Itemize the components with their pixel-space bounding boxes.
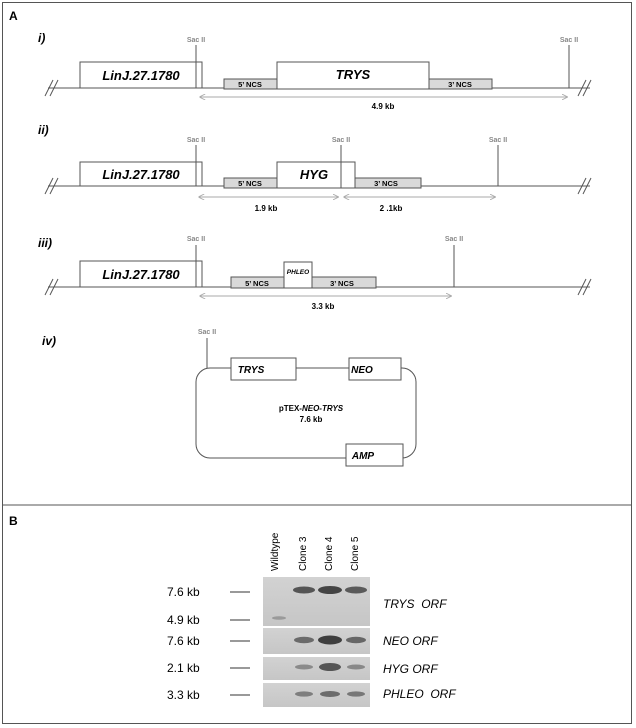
blot-phleo: 3.3 kb PHLEO ORF	[167, 683, 456, 707]
band-clone5	[347, 665, 365, 670]
sacii-site-label: Sac II	[489, 137, 507, 144]
panel-b-label: B	[9, 514, 18, 528]
sacii-site-label: Sac II	[332, 137, 350, 144]
lane-label-clone4: Clone 4	[324, 536, 335, 571]
fragment-size-label: 1.9 kb	[255, 204, 278, 213]
band-clone3	[293, 587, 315, 594]
plasmid-size: 7.6 kb	[300, 415, 323, 424]
band-clone5	[345, 587, 367, 594]
ncs-5-label: 5’ NCS	[245, 279, 269, 288]
insert-label-hyg: HYG	[300, 167, 328, 182]
plasmid-name: pTEX-NEO-TRYS	[279, 404, 344, 413]
band-clone5	[346, 637, 366, 643]
ncs-5-label: 5’ NCS	[238, 80, 262, 89]
fragment-size-label: 4.9 kb	[372, 102, 395, 111]
blot-trys: 7.6 kb 4.9 kb TRYS ORF	[167, 577, 447, 627]
probe-label: HYG ORF	[383, 662, 438, 676]
band-wildtype	[272, 616, 286, 620]
plasmid-gene-trys-label: TRYS	[238, 365, 265, 376]
sacii-site-label: Sac II	[198, 329, 216, 336]
insert-label-trys: TRYS	[336, 67, 371, 82]
ncs-3-label: 3’ NCS	[330, 279, 354, 288]
lane-label-clone3: Clone 3	[298, 536, 309, 571]
band-clone5	[347, 691, 365, 696]
band-clone4	[318, 636, 342, 645]
plasmid-iv: iv) Sac II TRYS NEO AMP pTEX-NEO-TRYS 7.…	[42, 329, 416, 466]
band-clone4	[318, 586, 342, 594]
panel-a-label: A	[9, 9, 18, 23]
marker-label: 4.9 kb	[167, 613, 200, 627]
ncs-3-label: 3’ NCS	[374, 179, 398, 188]
band-clone3	[295, 665, 313, 670]
plasmid-gene-neo-label: NEO	[351, 365, 373, 376]
sacii-site-label: Sac II	[445, 236, 463, 243]
gene-label-linj: LinJ.27.1780	[102, 267, 180, 282]
band-clone4	[319, 663, 341, 671]
construct-ii-label: ii)	[38, 123, 49, 137]
lane-labels: Wildtype Clone 3 Clone 4 Clone 5	[270, 532, 361, 571]
plasmid-gene-amp-label: AMP	[351, 451, 375, 462]
lane-label-clone5: Clone 5	[350, 536, 361, 571]
marker-label: 7.6 kb	[167, 634, 200, 648]
sacii-site-label: Sac II	[187, 37, 205, 44]
blot-neo: 7.6 kb NEO ORF	[167, 628, 438, 654]
blot-hyg: 2.1 kb HYG ORF	[167, 657, 438, 680]
fragment-size-label: 3.3 kb	[312, 302, 335, 311]
gene-label-linj: LinJ.27.1780	[102, 68, 180, 83]
probe-label: TRYS ORF	[383, 597, 447, 611]
band-clone4	[320, 691, 340, 697]
lane-label-wildtype: Wildtype	[270, 532, 281, 571]
construct-ii: ii) LinJ.27.1780 5’ NCS HYG 3’ NCS Sac I…	[38, 123, 591, 213]
construct-iii: iii) LinJ.27.1780 5’ NCS PHLEO 3’ NCS Sa…	[38, 236, 591, 311]
ncs-3-label: 3’ NCS	[448, 80, 472, 89]
plasmid-name-italic: NEO-TRYS	[302, 404, 344, 413]
fragment-size-label: 2 .1kb	[380, 204, 403, 213]
gene-label-linj: LinJ.27.1780	[102, 167, 180, 182]
sacii-site-label: Sac II	[187, 236, 205, 243]
band-clone3	[295, 691, 313, 696]
band-clone3	[294, 637, 314, 643]
plasmid-iv-label: iv)	[42, 334, 56, 348]
sacii-site-label: Sac II	[560, 37, 578, 44]
marker-label: 7.6 kb	[167, 585, 200, 599]
marker-label: 3.3 kb	[167, 688, 200, 702]
ncs-5-label: 5’ NCS	[238, 179, 262, 188]
sacii-site-label: Sac II	[187, 137, 205, 144]
plasmid-name-prefix: pTEX-	[279, 404, 302, 413]
marker-label: 2.1 kb	[167, 661, 200, 675]
construct-i: i) LinJ.27.1780 5’ NCS TRYS 3’ NCS Sac I…	[38, 31, 591, 111]
construct-iii-label: iii)	[38, 236, 52, 250]
probe-label: PHLEO ORF	[383, 687, 456, 701]
insert-label-phleo: PHLEO	[287, 269, 309, 276]
construct-i-label: i)	[38, 31, 45, 45]
probe-label: NEO ORF	[383, 634, 438, 648]
